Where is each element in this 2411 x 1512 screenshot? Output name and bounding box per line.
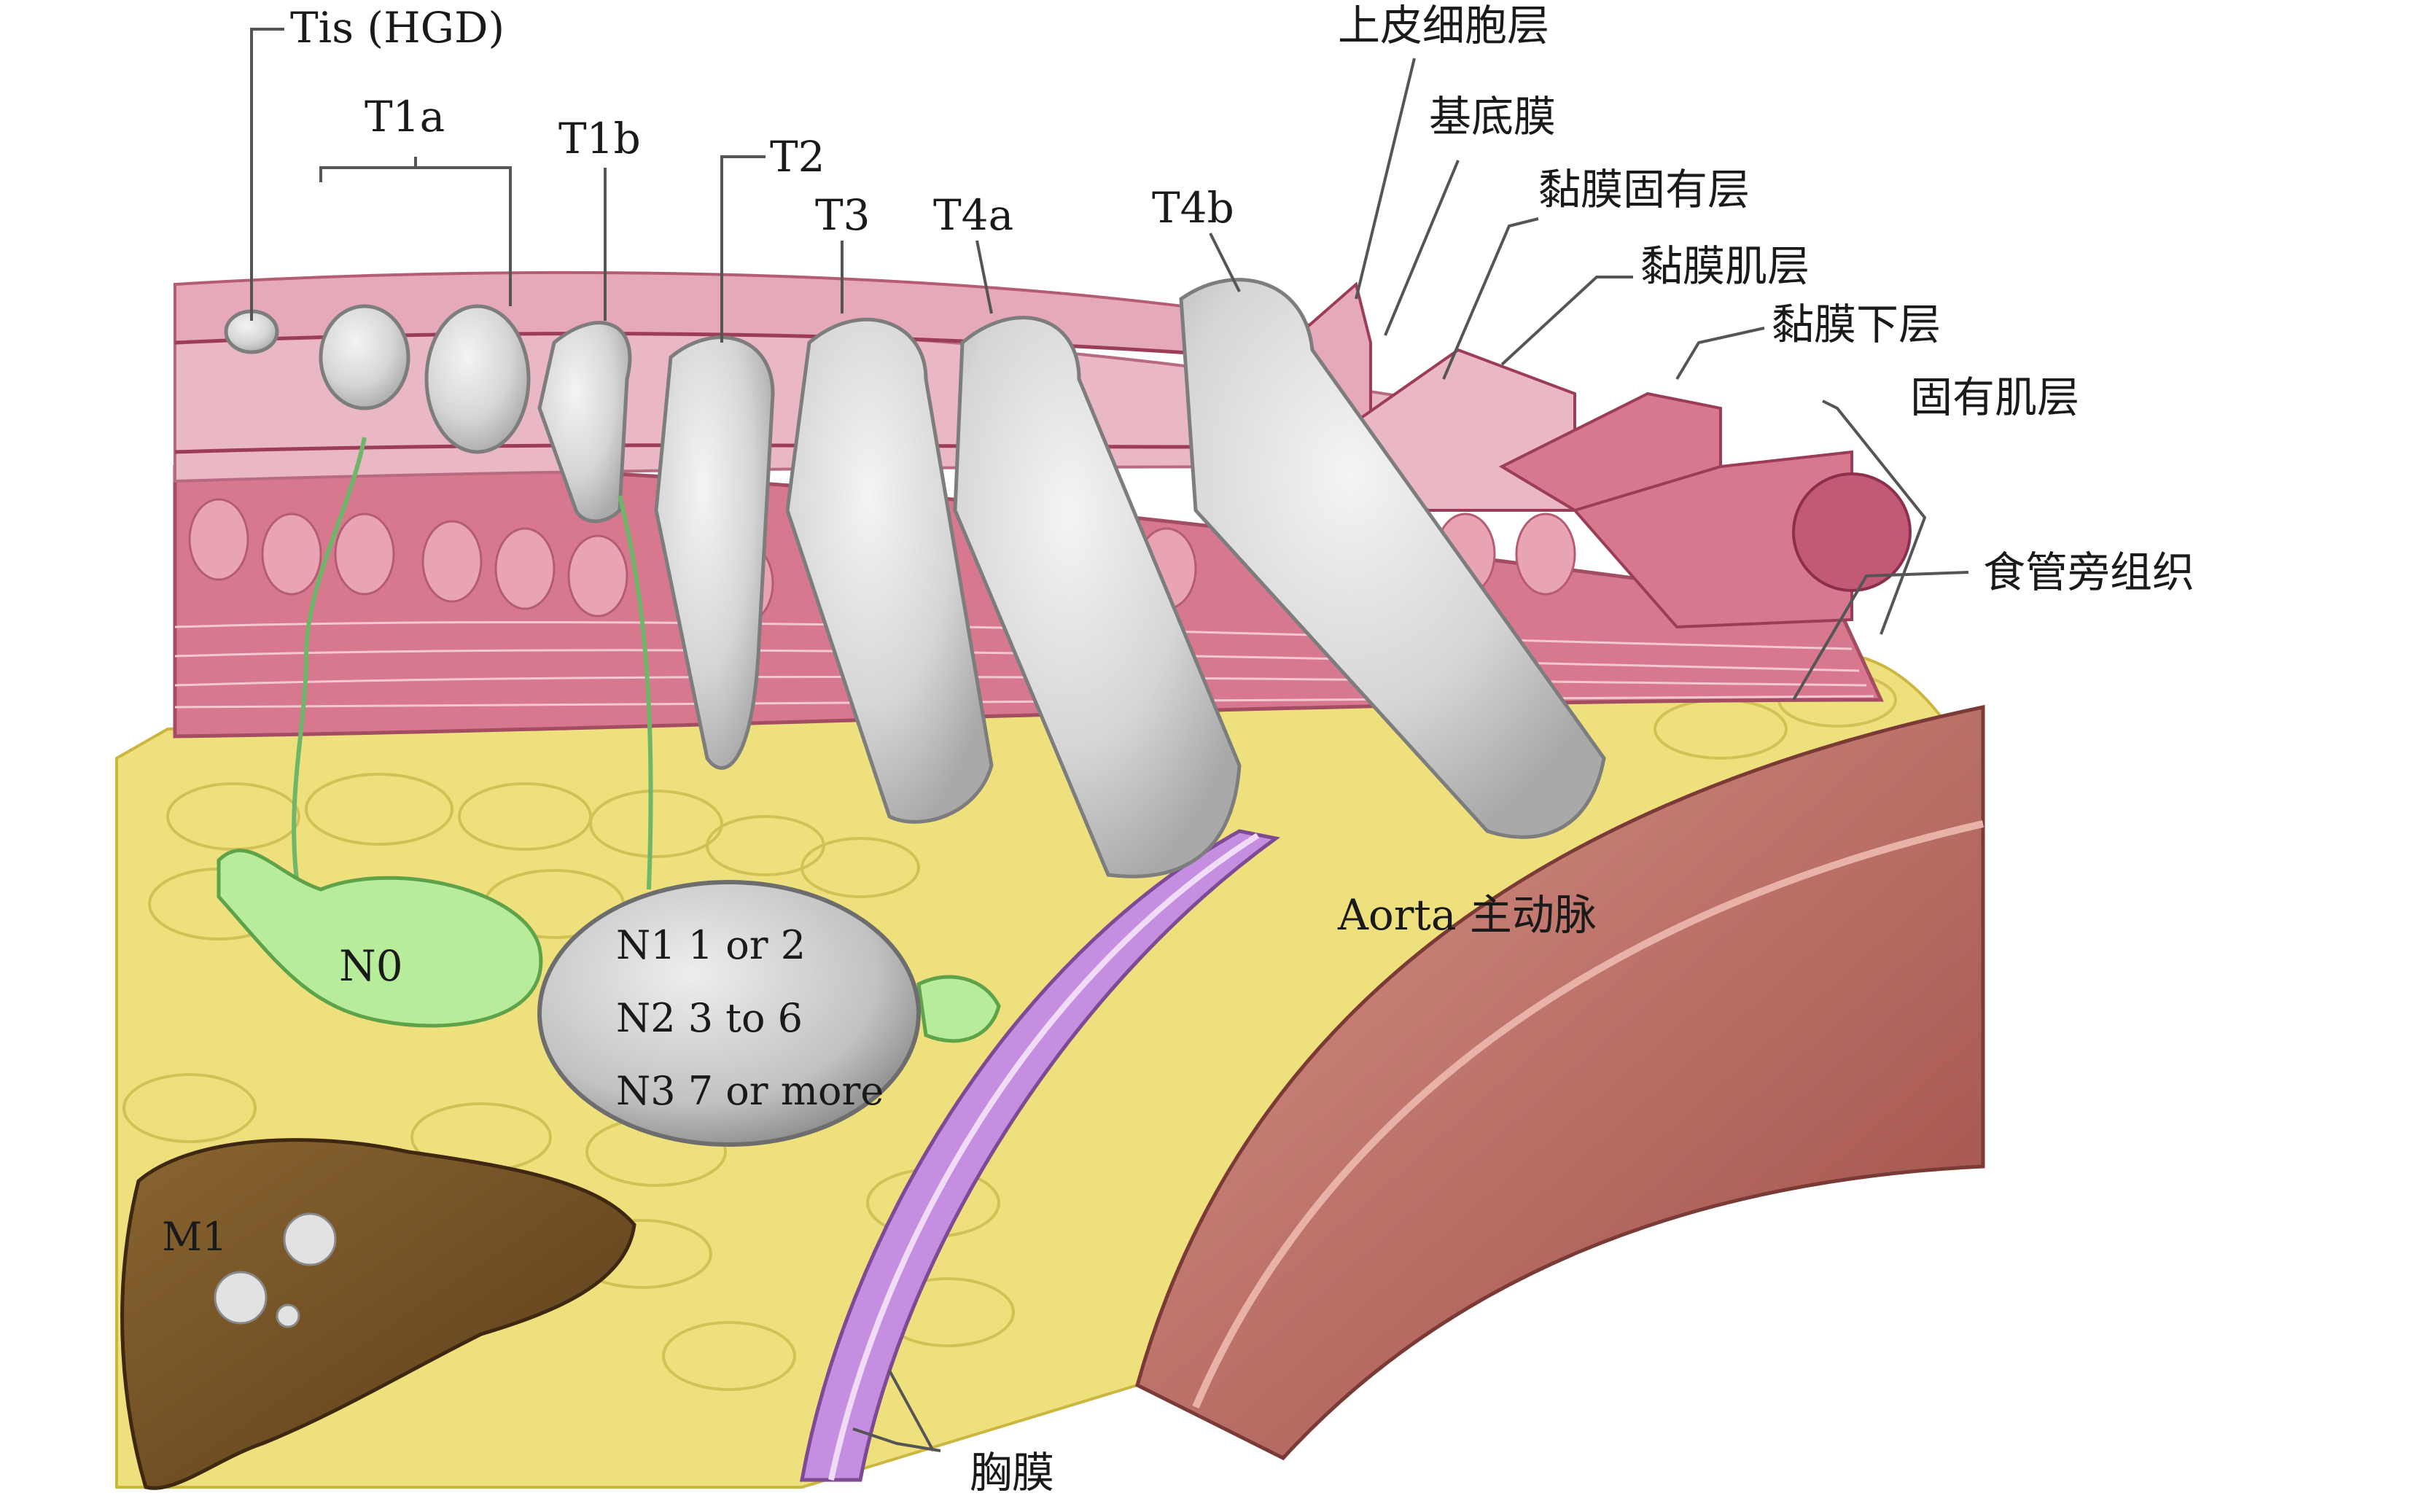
lymph-vessels xyxy=(292,437,653,897)
label-t4b: T4b xyxy=(1152,183,1234,233)
liver-metastases xyxy=(214,1212,337,1328)
muscle-bundle-end xyxy=(1792,472,1912,592)
submucosa-block xyxy=(1498,391,1722,512)
tumor-t1a-2 xyxy=(424,304,531,454)
tumor-t1a-1 xyxy=(319,304,410,410)
node-positive xyxy=(537,880,921,1147)
aorta xyxy=(1135,704,1985,1461)
label-t4a: T4a xyxy=(933,190,1013,240)
label-lamina-propria: 黏膜固有层 xyxy=(1538,165,1750,214)
label-basement-membrane: 基底膜 xyxy=(1429,92,1556,141)
leader-lines xyxy=(250,28,1969,1452)
tumor-t4a xyxy=(953,316,1242,878)
label-t3: T3 xyxy=(815,190,870,240)
liver xyxy=(120,1138,636,1490)
fat-lobules xyxy=(122,672,1897,1391)
pleura-line xyxy=(828,833,1260,1481)
label-n0: N0 xyxy=(339,941,403,991)
tumor-t1b xyxy=(537,321,632,523)
label-n2: N2 3 to 6 xyxy=(616,995,803,1041)
tumor-t2 xyxy=(654,335,775,770)
label-muscularis-mucosae: 黏膜肌层 xyxy=(1640,241,1810,291)
label-submucosa: 黏膜下层 xyxy=(1772,300,1941,349)
node-n0-efferent xyxy=(916,975,1001,1043)
tumor-t4b xyxy=(1179,278,1606,839)
label-aorta: Aorta 主动脉 xyxy=(1337,890,1597,940)
label-muscularis-propria: 固有肌层 xyxy=(1910,373,2079,422)
node-n0 xyxy=(217,849,543,1028)
label-m1: M1 xyxy=(162,1214,227,1260)
label-t2: T2 xyxy=(770,132,825,182)
tumors xyxy=(224,278,1606,878)
label-n1: N1 1 or 2 xyxy=(616,922,806,968)
aorta-inner-wall xyxy=(1192,820,1985,1408)
label-periesophageal: 食管旁组织 xyxy=(1983,547,2194,597)
label-pleura: 胸膜 xyxy=(970,1448,1054,1497)
tumor-t3 xyxy=(785,317,994,824)
label-t1b: T1b xyxy=(558,114,641,163)
label-tis: Tis (HGD) xyxy=(290,3,505,52)
label-t1a: T1a xyxy=(365,92,445,141)
label-epithelium: 上皮细胞层 xyxy=(1338,1,1549,50)
label-n3: N3 7 or more xyxy=(616,1068,884,1114)
